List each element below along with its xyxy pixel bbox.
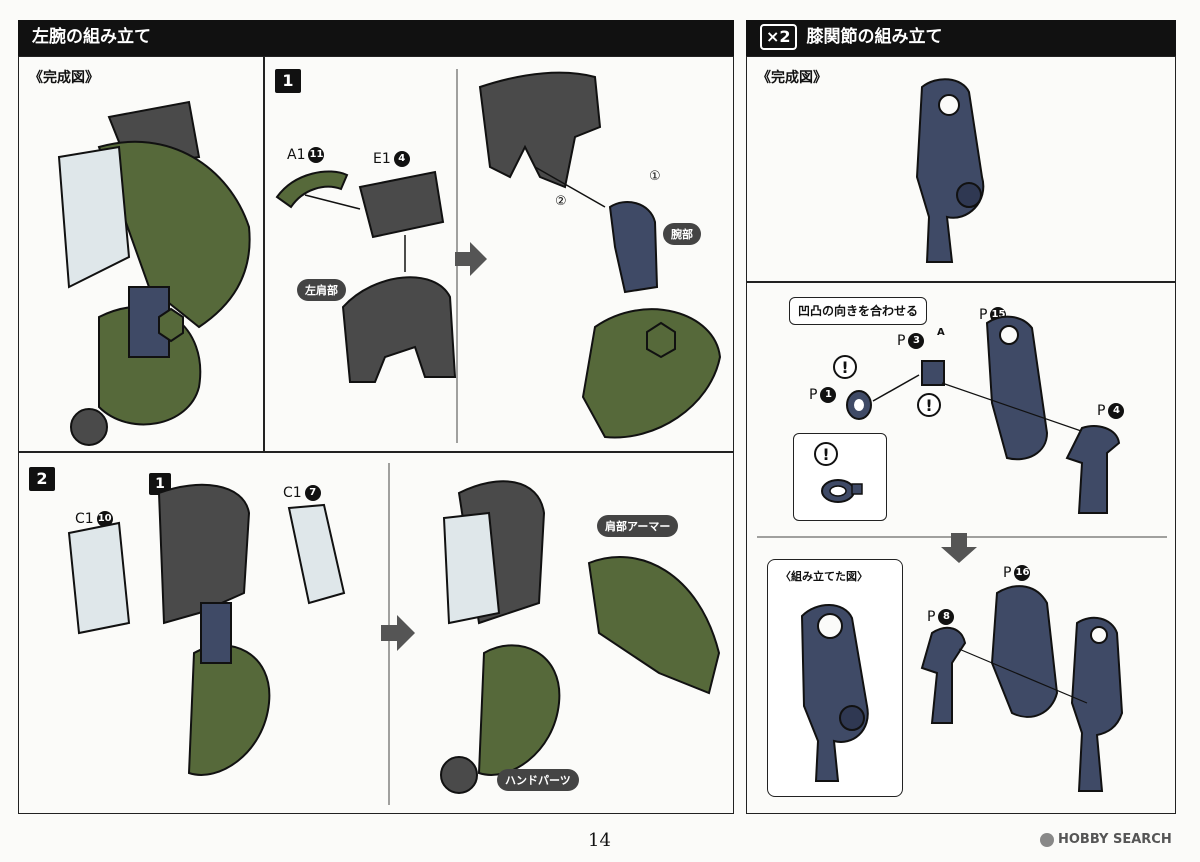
knee-joint-assembled-illustration	[800, 604, 869, 782]
arm-part-label: 腕部	[663, 223, 701, 245]
quantity-multiplier: ×2	[760, 24, 797, 50]
assembled-view-box: 〈組み立てた図〉	[767, 559, 903, 797]
rotation-step-2: ②	[555, 194, 567, 209]
p1-ring-detail	[821, 479, 863, 503]
left-shoulder-label: 左肩部	[297, 279, 346, 301]
warning-icon-p3: !	[917, 393, 941, 417]
left-section-title: 左腕の組み立て	[32, 27, 151, 47]
warning-icon-p1: !	[833, 355, 857, 379]
rotation-step-1: ①	[649, 169, 661, 184]
right-completed-panel: 《完成図》	[746, 56, 1176, 282]
step1-number: 1	[275, 69, 301, 93]
left-completed-panel: 《完成図》	[18, 56, 264, 452]
assembled-view-label: 〈組み立てた図〉	[780, 570, 868, 583]
left-arm-completed-illustration	[57, 100, 251, 446]
warning-icon-detail: !	[814, 442, 838, 466]
right-section-title: 膝関節の組み立て	[806, 27, 943, 47]
right-section-title-bar: ×2 膝関節の組み立て	[746, 20, 1176, 56]
corner-marker: A	[937, 327, 945, 338]
alignment-note: 凹凸の向きを合わせる	[789, 297, 928, 325]
knee-joint-completed-illustration	[915, 78, 985, 263]
detail-callout: !	[793, 433, 887, 521]
step1-illustration	[275, 69, 722, 443]
shoulder-armor-label: 肩部アーマー	[597, 515, 679, 537]
step2-number: 2	[29, 467, 55, 491]
left-section-title-bar: 左腕の組み立て	[18, 20, 734, 56]
knee-assembly-illustration	[757, 315, 1167, 792]
step2-illustration	[67, 463, 721, 805]
right-completed-label: 《完成図》	[757, 70, 827, 86]
page-number: 14	[588, 830, 611, 851]
watermark: HOBBY SEARCH	[1040, 832, 1172, 847]
watermark-icon	[1040, 832, 1054, 847]
hand-parts-label: ハンドパーツ	[497, 769, 579, 791]
left-completed-label: 《完成図》	[29, 70, 99, 86]
step2-reference-step: 1	[149, 473, 171, 495]
